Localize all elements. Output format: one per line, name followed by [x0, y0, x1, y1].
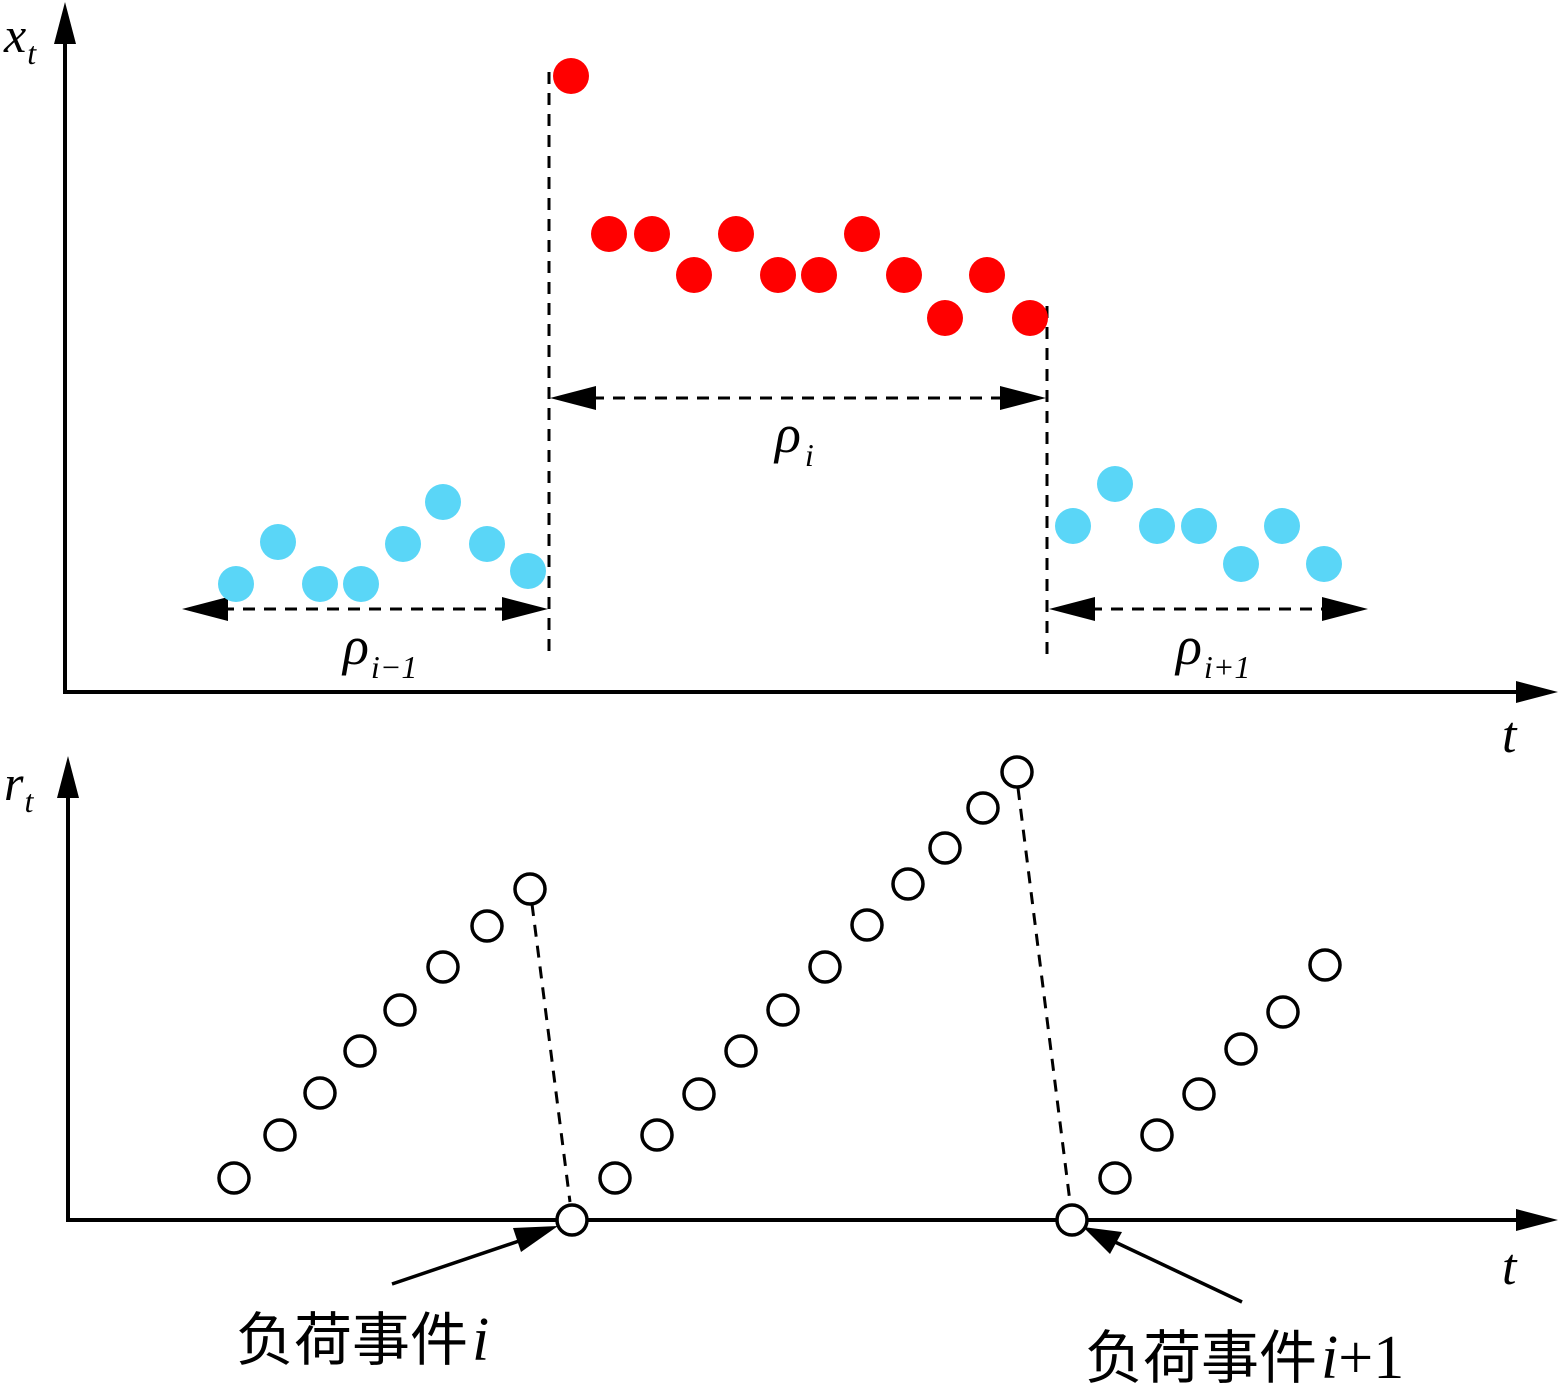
- span-arrow-prev-left-head: [182, 597, 228, 621]
- counter-points-1: [217, 872, 547, 1195]
- inactive-point: [510, 553, 546, 589]
- inactive-point: [425, 484, 461, 520]
- counter-points-3: [1098, 948, 1342, 1195]
- counter-point: [640, 1118, 674, 1152]
- counter-point: [966, 791, 1000, 825]
- counter-point: [1224, 1032, 1258, 1066]
- top-y-axis-label: xt: [3, 7, 37, 71]
- counter-point: [598, 1161, 632, 1195]
- reset-point-event-i-plus-1: [1055, 1203, 1089, 1237]
- inactive-point: [218, 566, 254, 602]
- bottom-x-axis-arrowhead: [1516, 1209, 1558, 1231]
- event-point: [591, 216, 627, 252]
- inactive-point: [469, 526, 505, 562]
- counter-point: [217, 1161, 251, 1195]
- reset-point-event-i: [555, 1203, 589, 1237]
- counter-point: [383, 993, 417, 1027]
- span-arrow-curr-left-head: [550, 386, 596, 410]
- inactive-point: [1055, 508, 1091, 544]
- inactive-point: [302, 566, 338, 602]
- counter-point: [513, 872, 547, 906]
- inactive-point: [1306, 546, 1342, 582]
- inactive-points-before: [218, 484, 546, 602]
- event-point: [676, 257, 712, 293]
- inactive-point: [1223, 546, 1259, 582]
- annotation-label-event-i-plus-1: 负荷事件i+1: [1085, 1324, 1404, 1386]
- event-point: [844, 216, 880, 252]
- counter-point: [808, 950, 842, 984]
- inactive-point: [1264, 508, 1300, 544]
- event-point: [553, 58, 589, 94]
- counter-point: [426, 950, 460, 984]
- inactive-point: [1097, 466, 1133, 502]
- reset-drop-line-1: [530, 903, 572, 1203]
- event-point: [634, 216, 670, 252]
- inactive-point: [343, 566, 379, 602]
- counter-point: [1308, 948, 1342, 982]
- inactive-point: [385, 526, 421, 562]
- inactive-point: [1181, 508, 1217, 544]
- counter-point: [724, 1034, 758, 1068]
- reset-points: [555, 1203, 1089, 1237]
- top-y-axis-arrowhead: [54, 2, 76, 44]
- span-label-next: ρi+1: [1174, 616, 1250, 685]
- event-point: [886, 257, 922, 293]
- event-point: [718, 216, 754, 252]
- counter-point: [303, 1076, 337, 1110]
- counter-point: [1000, 755, 1034, 789]
- event-point: [1012, 300, 1048, 336]
- annotation-arrow-1-line: [391, 1238, 523, 1286]
- counter-point: [928, 831, 962, 865]
- counter-point: [1140, 1118, 1174, 1152]
- event-point: [969, 257, 1005, 293]
- span-arrow-next-right-head: [1322, 597, 1368, 621]
- event-point: [760, 257, 796, 293]
- annotation-arrow-2-head: [1083, 1227, 1122, 1254]
- top-x-axis-arrowhead: [1516, 681, 1558, 703]
- reset-drop-line-2: [1016, 787, 1072, 1203]
- inactive-point: [1139, 508, 1175, 544]
- annotation-arrow-1-head: [513, 1226, 558, 1252]
- counter-point: [891, 867, 925, 901]
- counter-point: [343, 1034, 377, 1068]
- inactive-point: [260, 524, 296, 560]
- counter-point: [766, 993, 800, 1027]
- span-arrow-next-left-head: [1049, 597, 1095, 621]
- counter-point: [470, 909, 504, 943]
- event-points: [553, 58, 1048, 336]
- bottom-y-axis-label: rt: [4, 755, 34, 819]
- counter-points-2: [598, 755, 1034, 1195]
- counter-point: [1182, 1077, 1216, 1111]
- bottom-panel: rt t: [4, 755, 1558, 1386]
- counter-point: [682, 1077, 716, 1111]
- counter-point: [1266, 995, 1300, 1029]
- counter-point: [1098, 1161, 1132, 1195]
- counter-point: [263, 1118, 297, 1152]
- span-arrow-curr-right-head: [1000, 386, 1046, 410]
- event-point: [927, 300, 963, 336]
- top-x-axis-label: t: [1502, 707, 1518, 764]
- span-label-prev: ρi−1: [341, 616, 417, 685]
- event-point: [801, 257, 837, 293]
- bottom-x-axis-label: t: [1502, 1239, 1518, 1296]
- annotation-arrow-2-line: [1114, 1240, 1243, 1304]
- counter-point: [850, 908, 884, 942]
- inactive-points-after: [1055, 466, 1342, 582]
- span-arrow-prev-right-head: [502, 597, 548, 621]
- annotation-label-event-i: 负荷事件i: [236, 1306, 489, 1374]
- bottom-y-axis-arrowhead: [57, 756, 79, 798]
